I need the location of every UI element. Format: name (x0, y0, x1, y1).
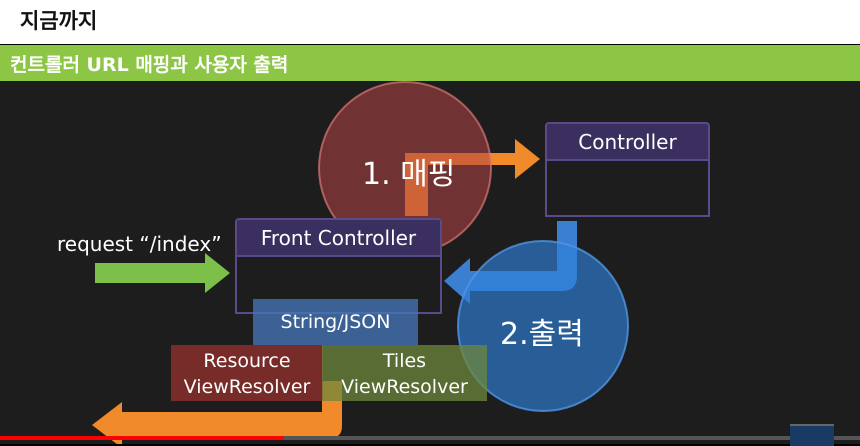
step2-label: 2.출력 (500, 317, 584, 352)
video-progress-bar[interactable] (0, 436, 860, 440)
string-json-box: String/JSON (253, 299, 418, 345)
resource-line2: ViewResolver (183, 376, 311, 398)
request-arrow (95, 253, 230, 293)
request-label: request “/index” (57, 232, 222, 256)
resource-line1: Resource (203, 350, 291, 372)
tiles-line1: Tiles (382, 350, 427, 372)
video-progress-fill (0, 436, 284, 440)
controller-header: Controller (545, 122, 710, 159)
step1-label: 1. 매핑 (362, 157, 456, 192)
resource-viewresolver-box: Resource ViewResolver (171, 345, 323, 401)
slide-subtitle: 컨트롤러 URL 매핑과 사용자 출력 (10, 54, 289, 76)
corner-thumbnail (790, 424, 834, 446)
controller-body (545, 159, 710, 217)
subtitle-bar: 컨트롤러 URL 매핑과 사용자 출력 (0, 45, 860, 81)
slide-canvas: request “/index” Front Controller Contro… (0, 81, 860, 444)
page-title: 지금까지 (20, 9, 98, 33)
front-controller-header: Front Controller (235, 218, 442, 255)
header-bar: 지금까지 (0, 0, 860, 44)
return-arrow (92, 381, 342, 444)
diagram-svg (92, 81, 629, 444)
tiles-viewresolver-box: Tiles ViewResolver (322, 345, 487, 401)
tiles-line2: ViewResolver (341, 376, 468, 398)
output-circle (457, 240, 629, 412)
